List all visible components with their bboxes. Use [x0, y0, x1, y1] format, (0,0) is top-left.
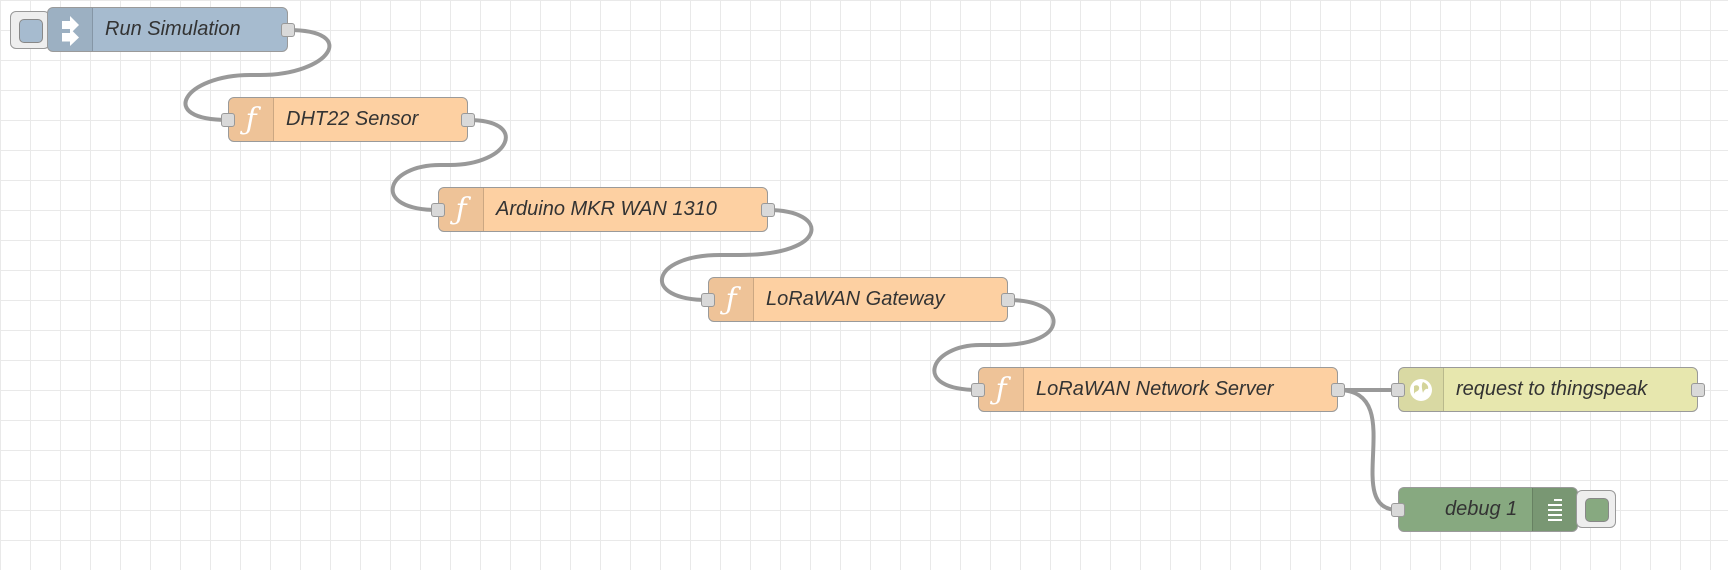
output-port[interactable] — [281, 23, 295, 37]
wire-run-to-dht22[interactable] — [183, 28, 332, 122]
node-label: Arduino MKR WAN 1310 — [496, 198, 717, 220]
input-port[interactable] — [1391, 383, 1405, 397]
wire-dht22-to-arduino[interactable] — [390, 118, 508, 212]
function-icon: ƒ — [979, 368, 1024, 411]
wire-arduino-to-gateway[interactable] — [660, 208, 814, 302]
node-label: Run Simulation — [105, 18, 241, 40]
output-port[interactable] — [1691, 383, 1705, 397]
function-icon: ƒ — [709, 278, 754, 321]
input-port[interactable] — [701, 293, 715, 307]
inject-trigger-button[interactable] — [10, 11, 50, 49]
node-arduino-mkr-wan-1310[interactable]: ƒ Arduino MKR WAN 1310 — [431, 187, 775, 232]
node-dht22-sensor[interactable]: ƒ DHT22 Sensor — [221, 97, 475, 142]
list-icon — [1532, 488, 1577, 531]
node-request-to-thingspeak[interactable]: request to thingspeak — [1391, 367, 1705, 412]
node-lorawan-network-server[interactable]: ƒ LoRaWAN Network Server — [971, 367, 1345, 412]
output-port[interactable] — [761, 203, 775, 217]
wire-gateway-to-network-server[interactable] — [932, 298, 1056, 392]
function-icon: ƒ — [439, 188, 484, 231]
node-run-simulation[interactable]: Run Simulation — [47, 7, 295, 52]
node-label: LoRaWAN Gateway — [766, 288, 945, 310]
debug-toggle-button[interactable] — [1576, 490, 1616, 528]
output-port[interactable] — [1001, 293, 1015, 307]
globe-icon — [1399, 368, 1444, 411]
output-port[interactable] — [461, 113, 475, 127]
node-label: LoRaWAN Network Server — [1036, 378, 1274, 400]
output-port[interactable] — [1331, 383, 1345, 397]
input-port[interactable] — [431, 203, 445, 217]
node-label: debug 1 — [1445, 498, 1518, 520]
input-port[interactable] — [971, 383, 985, 397]
node-label: DHT22 Sensor — [286, 108, 419, 130]
input-port[interactable] — [221, 113, 235, 127]
node-lorawan-gateway[interactable]: ƒ LoRaWAN Gateway — [701, 277, 1015, 322]
node-label: request to thingspeak — [1456, 378, 1648, 400]
input-port[interactable] — [1391, 503, 1405, 517]
node-debug-1[interactable]: debug 1 — [1391, 487, 1578, 532]
trigger-icon — [19, 19, 43, 43]
function-icon: ƒ — [229, 98, 274, 141]
arrow-in-icon — [48, 8, 93, 51]
toggle-icon — [1585, 498, 1609, 522]
wire-network-server-to-debug[interactable] — [1337, 388, 1399, 512]
